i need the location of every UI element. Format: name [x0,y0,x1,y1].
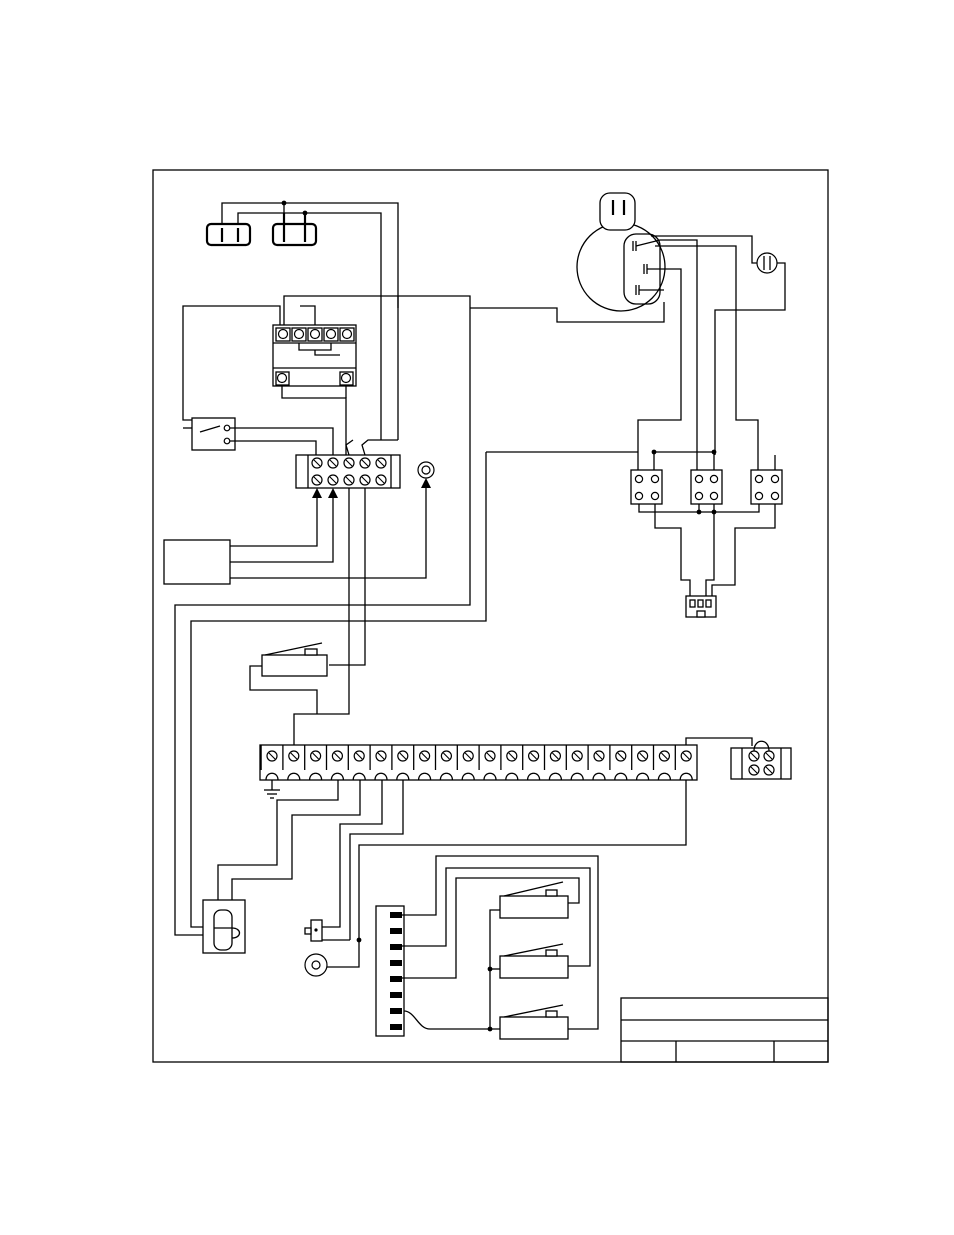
small-terminal-block [686,738,791,779]
eight-pin-connector [376,906,404,1036]
connector-wiring [402,856,598,1031]
motor [577,193,665,311]
relay-wiring [175,296,664,935]
upper-terminal-strip [296,440,400,498]
ground-symbol-icon [264,780,280,798]
plug-wiring [222,201,398,440]
contactor-blocks [631,450,782,596]
title-block [621,998,828,1062]
sensor-probe-icon [305,920,350,941]
contactor-connector [686,596,716,617]
lower-wiring [218,780,686,940]
micro-switch-middle [250,643,327,714]
power-plug-right [273,213,316,245]
sensor-cap-icon [305,938,361,976]
control-box [164,498,333,584]
micro-switch-upper [500,882,568,918]
main-terminal-strip [260,745,697,780]
micro-switch-lower [500,1005,568,1039]
toggle-switch [183,418,333,455]
micro-switch-center [500,944,568,978]
limit-device [203,900,245,953]
capacitor-icon [757,253,777,273]
power-plug-left [207,224,250,245]
